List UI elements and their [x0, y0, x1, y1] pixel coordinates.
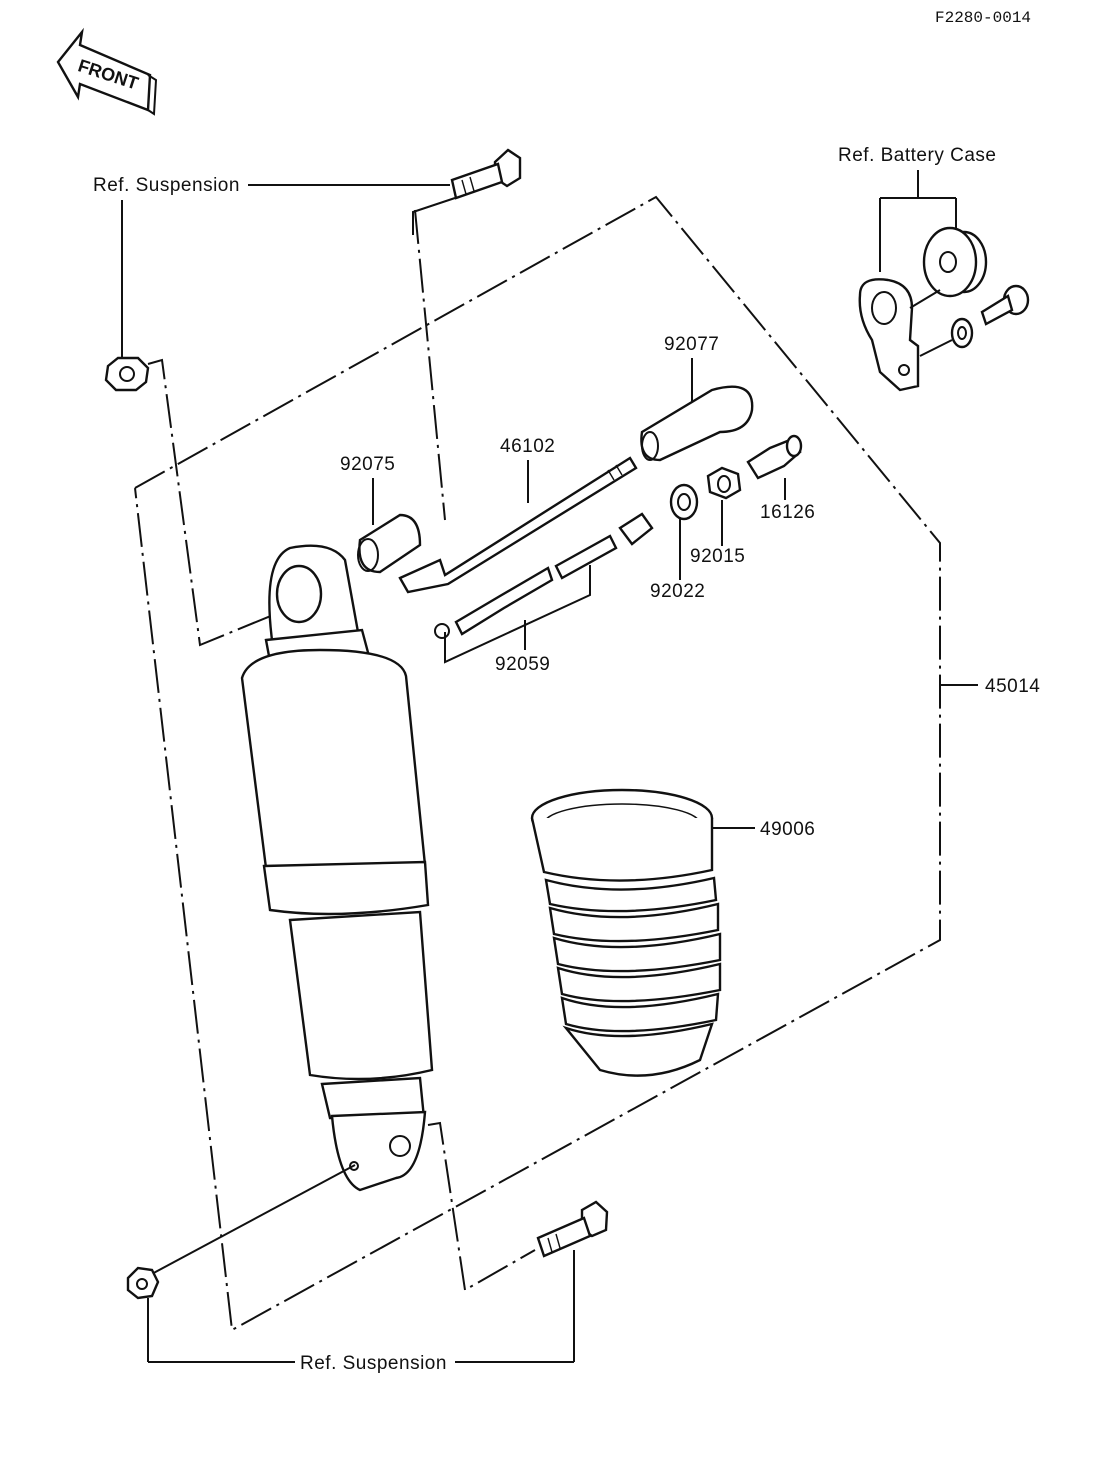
- top-nut-icon: [104, 356, 150, 392]
- battery-bracket-icon: [858, 278, 920, 392]
- hose-92059-icon: [434, 512, 654, 639]
- valve-16126-icon: [746, 434, 803, 480]
- bottom-bolt-icon: [536, 1200, 609, 1258]
- top-bolt-icon: [450, 148, 522, 200]
- washer-92022-icon: [669, 483, 699, 521]
- bolt-46102-icon: [398, 456, 638, 594]
- label-92015: 92015: [690, 546, 745, 567]
- label-45014: 45014: [985, 676, 1040, 697]
- dust-boot-49006-icon: [530, 788, 722, 1077]
- nut-92015-icon: [706, 466, 742, 500]
- label-92077: 92077: [664, 334, 719, 355]
- ref-suspension-bottom: Ref. Suspension: [300, 1353, 447, 1374]
- bottom-nut-icon: [126, 1266, 160, 1300]
- figure-code: F2280-0014: [935, 9, 1031, 27]
- assembly-outline: [134, 195, 941, 1332]
- label-16126: 16126: [760, 502, 815, 523]
- label-92022: 92022: [650, 581, 705, 602]
- label-49006: 49006: [760, 819, 815, 840]
- bushing-92075-icon: [357, 513, 422, 574]
- front-arrow-icon: FRONT: [56, 27, 158, 116]
- ref-suspension-top: Ref. Suspension: [93, 175, 240, 196]
- label-46102: 46102: [500, 436, 555, 457]
- shock-absorber-body-icon: [240, 544, 434, 1192]
- label-92075: 92075: [340, 454, 395, 475]
- battery-grommet-icon: [922, 226, 988, 298]
- collar-92077-icon: [640, 385, 754, 462]
- label-92059: 92059: [495, 654, 550, 675]
- ref-battery-case: Ref. Battery Case: [838, 145, 996, 166]
- battery-screw-icon: [950, 284, 1030, 349]
